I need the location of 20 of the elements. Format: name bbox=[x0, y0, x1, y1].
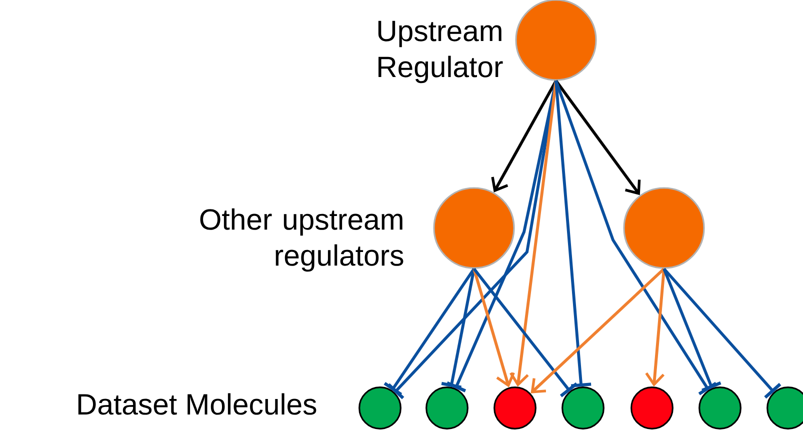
node-label: Other upstream regulators bbox=[200, 208, 404, 272]
molecule-circle bbox=[630, 386, 674, 430]
molecule-circle bbox=[426, 386, 468, 430]
molecule-circle bbox=[766, 386, 803, 430]
molecule-circle bbox=[562, 386, 604, 430]
arrow bbox=[472, 268, 515, 388]
arrow bbox=[554, 80, 641, 196]
arrow bbox=[645, 268, 666, 387]
arrow bbox=[510, 80, 558, 387]
row-label: Dataset Molecules bbox=[78, 393, 316, 415]
molecule-circle bbox=[358, 386, 402, 430]
inhibition-line bbox=[441, 268, 476, 389]
node-label: Upstream Regulator bbox=[378, 20, 503, 84]
inhibition-line bbox=[662, 268, 722, 392]
arrow bbox=[491, 80, 558, 192]
regulator-circle bbox=[623, 187, 705, 269]
molecule-circle bbox=[494, 386, 536, 430]
molecule-circle bbox=[698, 386, 742, 430]
arrow bbox=[530, 268, 665, 394]
inhibition-line bbox=[554, 80, 592, 388]
